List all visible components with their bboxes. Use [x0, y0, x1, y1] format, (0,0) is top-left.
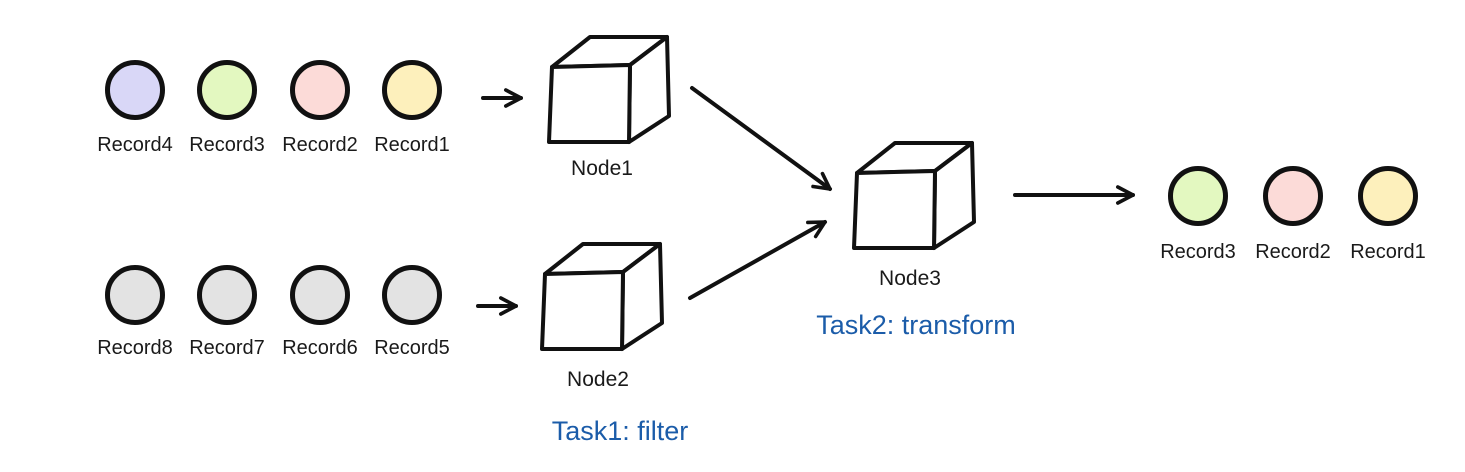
record-label: Record1	[374, 134, 450, 156]
record-circle	[105, 60, 165, 120]
record-label: Record2	[1255, 241, 1331, 263]
node3-cube-icon	[852, 141, 976, 250]
node2-label: Node2	[567, 368, 629, 391]
record-circle	[382, 60, 442, 120]
node2-cube-icon	[540, 242, 664, 351]
record-label: Record7	[189, 337, 265, 359]
record-label: Record1	[1350, 241, 1426, 263]
record-label: Record8	[97, 337, 173, 359]
node1-label: Node1	[571, 157, 633, 180]
record-label: Record2	[282, 134, 358, 156]
arrow-node1-to-node3	[690, 86, 832, 191]
arrow-node2-to-node3	[688, 220, 827, 300]
record-circle	[1263, 166, 1323, 226]
record-circle	[197, 60, 257, 120]
record-circle	[1358, 166, 1418, 226]
record-circle	[105, 265, 165, 325]
node3-label: Node3	[879, 267, 941, 290]
record-label: Record3	[189, 134, 265, 156]
node1-cube-icon	[547, 35, 671, 144]
task2-label: Task2: transform	[816, 310, 1016, 340]
record-circle	[382, 265, 442, 325]
record-label: Record3	[1160, 241, 1236, 263]
record-circle	[197, 265, 257, 325]
record-circle	[1168, 166, 1228, 226]
record-label: Record5	[374, 337, 450, 359]
task1-label: Task1: filter	[551, 416, 689, 446]
record-circle	[290, 265, 350, 325]
record-label: Record4	[97, 134, 173, 156]
record-circle	[290, 60, 350, 120]
record-label: Record6	[282, 337, 358, 359]
